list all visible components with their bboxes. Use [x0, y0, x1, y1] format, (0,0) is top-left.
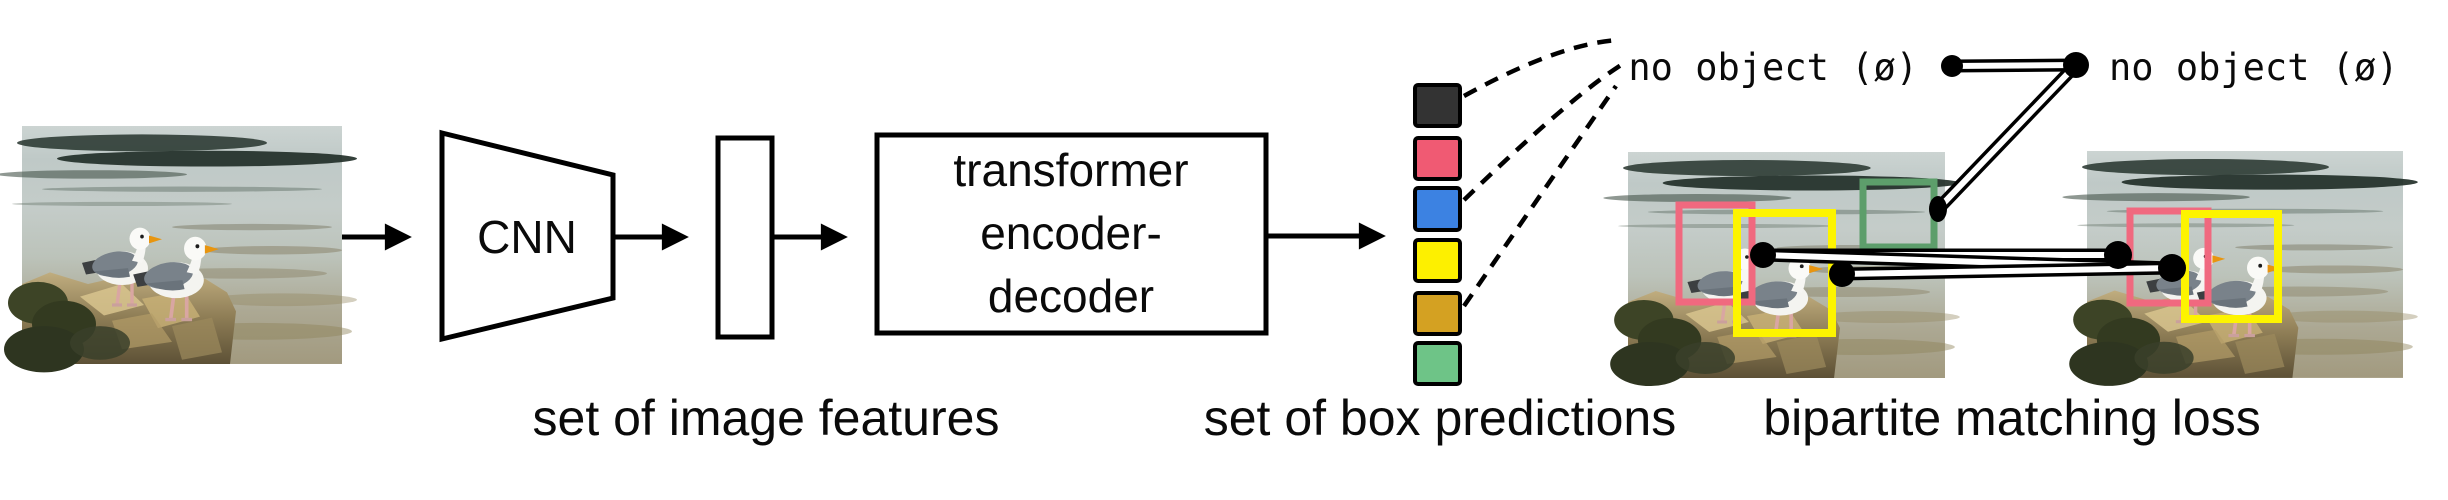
transformer-box: [874, 132, 1269, 336]
prediction-square-black: [1413, 83, 1462, 128]
prediction-square-green: [1413, 341, 1462, 386]
transformer-label-line3: decoder: [988, 270, 1154, 322]
edge-match3-inner: [1841, 265, 2173, 277]
image-features-column: [715, 135, 775, 340]
bipartite-matching-edges: [1756, 58, 2179, 281]
input-image: [0, 126, 357, 372]
no-object-label-left: no object (ø): [1628, 46, 1918, 89]
ground-truth-node-1: [2104, 241, 2132, 269]
no-object-label-right: no object (ø): [2109, 46, 2399, 89]
cnn-label: CNN: [477, 211, 577, 263]
dashed-curve-middle: [1462, 63, 1623, 202]
prediction-square-blue: [1413, 186, 1462, 232]
transformer-block: transformer encoder- decoder: [874, 132, 1269, 336]
edge-noobject-pair-inner: [1951, 62, 2077, 69]
prediction-square-pink: [1413, 136, 1462, 181]
edge-noobject-to-green-inner: [1935, 62, 2079, 212]
noobject-left-node: [1941, 55, 1963, 77]
matching-nodes: [1750, 52, 2186, 287]
dashed-curve-bottom: [1462, 84, 1618, 308]
caption-set-of-image-features: set of image features: [533, 390, 1000, 446]
caption-set-of-box-predictions: set of box predictions: [1204, 390, 1677, 446]
transformer-label-line2: encoder-: [980, 207, 1162, 259]
green-box-node: [1929, 196, 1947, 222]
prediction-dashed-curves: [1462, 37, 1623, 308]
cnn-block: CNN: [439, 129, 616, 343]
prediction-square-orange: [1413, 291, 1462, 336]
prediction-square-yellow: [1413, 238, 1462, 283]
ground-truth-node-2: [2158, 254, 2186, 282]
cnn-trapezoid: [439, 129, 616, 343]
prediction-node-2: [1829, 261, 1855, 287]
transformer-label-line1: transformer: [953, 144, 1188, 196]
box-prediction-squares: [1413, 83, 1462, 386]
noobject-right-node: [2063, 52, 2089, 78]
prediction-node-1: [1750, 242, 1776, 268]
caption-bipartite-matching-loss: bipartite matching loss: [1763, 390, 2260, 446]
dashed-curve-top: [1462, 37, 1619, 98]
